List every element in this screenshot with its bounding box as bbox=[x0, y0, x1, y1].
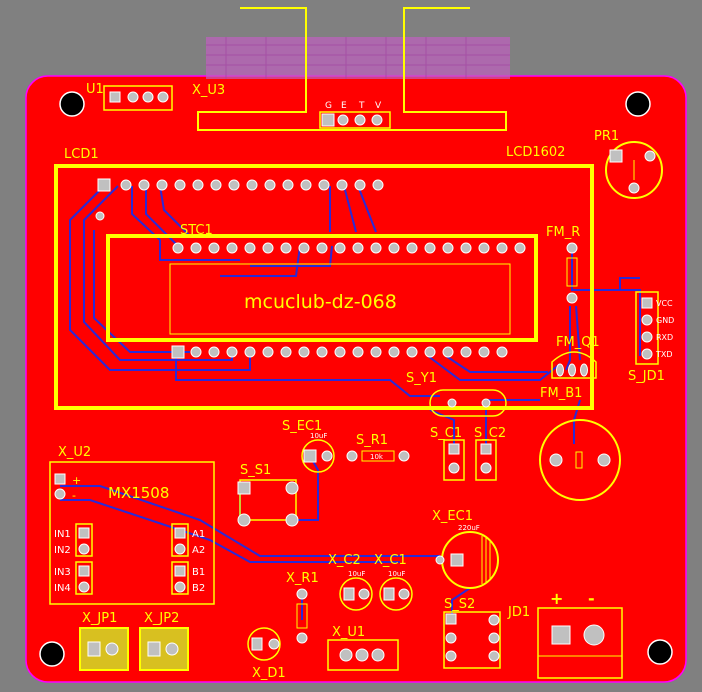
traces bbox=[60, 185, 641, 620]
label-lcd1602: LCD1602 bbox=[506, 145, 565, 160]
board-title: mcuclub-dz-068 bbox=[244, 291, 397, 313]
label-s-y1: S_Y1 bbox=[406, 371, 437, 386]
mx-pin-b1: B1 bbox=[192, 567, 205, 578]
stc1-outline bbox=[106, 234, 538, 342]
value-ec1: 10uF bbox=[310, 432, 327, 440]
label-x-u2: X_U2 bbox=[58, 445, 91, 460]
label-x-u3: X_U3 bbox=[192, 83, 225, 98]
s-c1 bbox=[443, 439, 465, 481]
label-lcd1: LCD1 bbox=[64, 147, 99, 162]
jd1-terminal bbox=[537, 607, 623, 679]
x-u3-outline bbox=[197, 7, 507, 131]
s-jd1-outline bbox=[635, 291, 659, 365]
label-x-r1: X_R1 bbox=[286, 571, 319, 586]
stc1-pins bbox=[171, 242, 526, 359]
label-s-c1: S_C1 bbox=[430, 426, 462, 441]
value-xc2: 10uF bbox=[348, 570, 365, 578]
label-s-jd1: S_JD1 bbox=[628, 369, 665, 384]
sensor-pins bbox=[321, 113, 383, 127]
value-xc1: 10uF bbox=[388, 570, 405, 578]
x-jp2 bbox=[139, 627, 189, 671]
x-d1 bbox=[247, 627, 281, 661]
x-c1 bbox=[379, 577, 413, 611]
label-x-jp2: X_JP2 bbox=[144, 611, 179, 626]
x-jp1 bbox=[79, 627, 129, 671]
label-x-c2: X_C2 bbox=[328, 553, 361, 568]
s-c2 bbox=[475, 439, 497, 481]
connector-keepout bbox=[206, 37, 510, 79]
jd1-pin-rxd: RXD bbox=[656, 333, 673, 342]
mx-pin-in2: IN2 bbox=[54, 545, 71, 556]
label-minus-mx: - bbox=[72, 489, 76, 502]
label-jd1: JD1 bbox=[507, 605, 530, 620]
label-x-u1: X_U1 bbox=[332, 625, 365, 640]
pr1 bbox=[605, 141, 663, 199]
label-x-d1: X_D1 bbox=[252, 666, 286, 681]
x-ec1 bbox=[435, 531, 499, 589]
s-ec1 bbox=[301, 439, 335, 473]
label-x-c1: X_C1 bbox=[374, 553, 407, 568]
x-u1 bbox=[327, 639, 399, 671]
sensor-pin-v: V bbox=[375, 101, 382, 111]
label-pr1: PR1 bbox=[594, 129, 619, 144]
s-y1 bbox=[429, 389, 507, 417]
label-mx1508: MX1508 bbox=[108, 484, 169, 502]
sensor-pin-e: E bbox=[341, 101, 347, 111]
jd1-pin-gnd: GND bbox=[656, 316, 674, 325]
s-r1 bbox=[346, 450, 410, 462]
label-stc1: STC1 bbox=[180, 223, 213, 238]
s-s1 bbox=[239, 479, 297, 521]
label-s-c2: S_C2 bbox=[474, 426, 506, 441]
u1-outline bbox=[103, 85, 173, 111]
lcd-pins bbox=[95, 178, 384, 221]
fm-q1 bbox=[551, 351, 597, 379]
jd1-pin-vcc: VCC bbox=[656, 299, 673, 308]
jd1-pin-txd: TXD bbox=[655, 350, 673, 359]
mx-pin-in1: IN1 bbox=[54, 529, 71, 540]
label-minus-jd1: - bbox=[588, 589, 595, 608]
mx-pin-a2: A2 bbox=[192, 545, 205, 556]
label-fm-b1: FM_B1 bbox=[540, 386, 582, 401]
label-s-s1: S_S1 bbox=[240, 463, 271, 478]
lcd1602-outline bbox=[54, 164, 594, 410]
s-s2 bbox=[443, 611, 501, 669]
label-x-ec1: X_EC1 bbox=[432, 509, 473, 524]
x-c2 bbox=[339, 577, 373, 611]
label-s-r1: S_R1 bbox=[356, 433, 388, 448]
value-xec1: 220uF bbox=[458, 524, 480, 532]
label-s-s2: S_S2 bbox=[444, 597, 475, 612]
x-u2-outline bbox=[49, 461, 215, 605]
x-r1 bbox=[296, 588, 308, 644]
value-r1: 10k bbox=[370, 453, 384, 461]
mx-pin-in4: IN4 bbox=[54, 583, 71, 594]
x-u3-header bbox=[319, 111, 391, 129]
buzzer bbox=[539, 419, 621, 501]
label-u1: U1 bbox=[86, 82, 104, 97]
mounting-hole bbox=[39, 91, 673, 667]
sensor-pin-g: G bbox=[325, 101, 332, 111]
stc1-body bbox=[169, 263, 511, 335]
label-plus-jd1: + bbox=[550, 589, 563, 608]
mx-pin-a1: A1 bbox=[192, 529, 205, 540]
label-fm-r: FM_R bbox=[546, 225, 580, 240]
label-x-jp1: X_JP1 bbox=[82, 611, 117, 626]
label-fm-q1: FM_Q1 bbox=[556, 335, 600, 350]
mx-pin-in3: IN3 bbox=[54, 567, 71, 578]
label-plus-mx: + bbox=[72, 474, 81, 487]
mx-pin-b2: B2 bbox=[192, 583, 205, 594]
sensor-pin-t: T bbox=[358, 101, 365, 111]
label-s-ec1: S_EC1 bbox=[282, 419, 322, 434]
fm-r bbox=[566, 242, 578, 304]
